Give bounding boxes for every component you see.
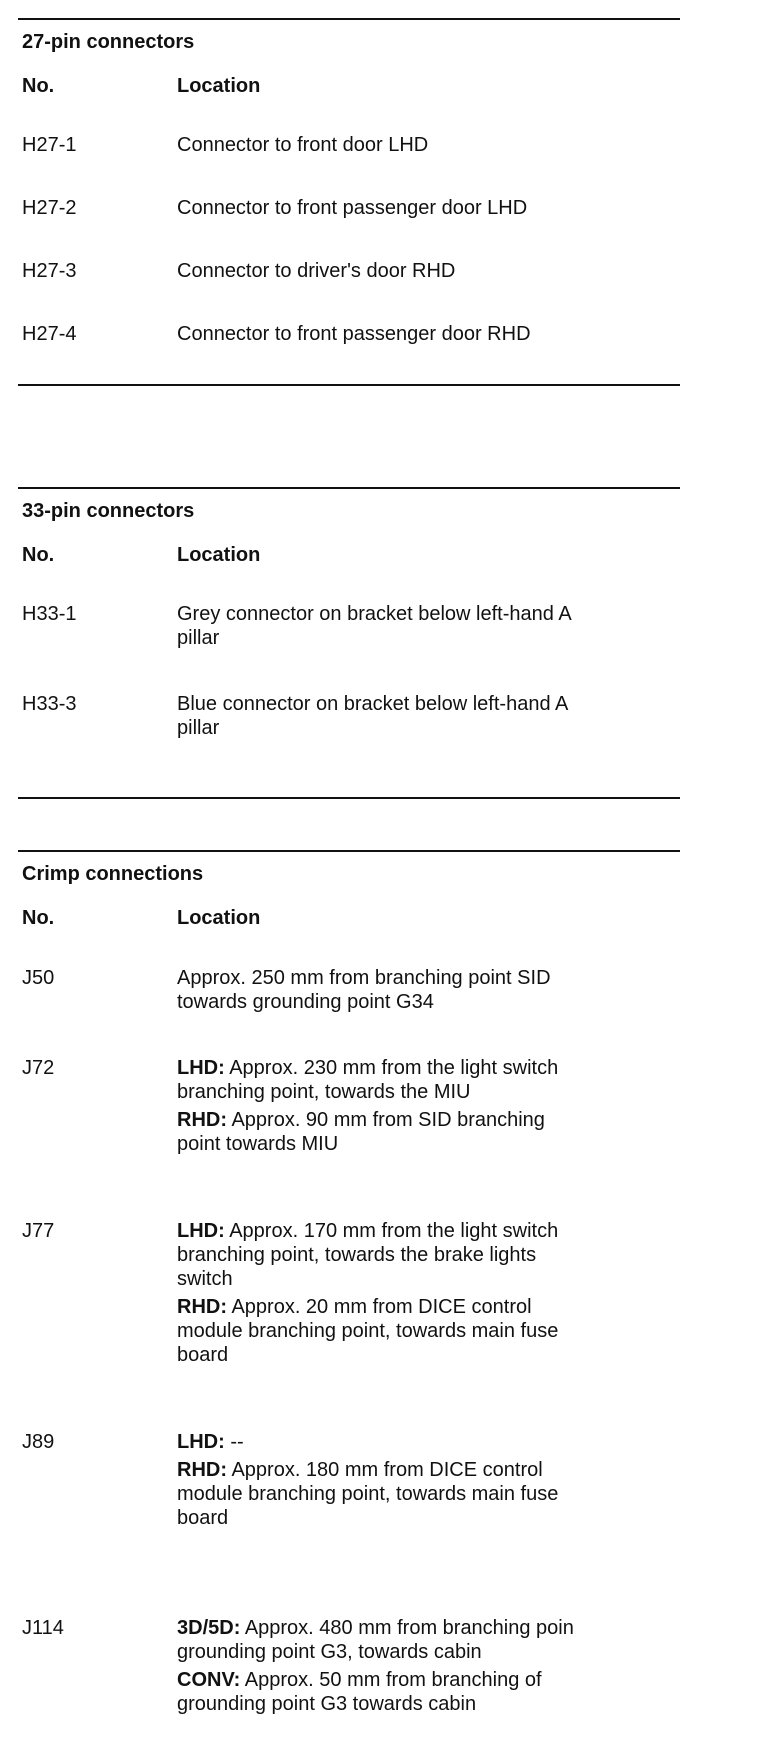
column-header-no: No. [22, 75, 55, 97]
variant-label: 3D/5D: [177, 1617, 241, 1639]
location-line: pillar [177, 627, 220, 649]
location-variant-a: LHD: -- [177, 1430, 677, 1454]
column-header-no: No. [22, 907, 55, 929]
location-line: -- [230, 1431, 244, 1453]
row-number: J72 [22, 1057, 55, 1079]
location-line: branching point, towards the brake light… [177, 1244, 537, 1266]
location-variant-b: RHD: Approx. 20 mm from DICE control mod… [177, 1295, 677, 1367]
location-line: Approx. 180 mm from DICE control [231, 1459, 543, 1481]
row-number: H27-3 [22, 260, 77, 282]
location-line: Approx. 90 mm from SID branching [231, 1109, 545, 1131]
row-location: Blue connector on bracket below left-han… [177, 692, 677, 740]
column-header-no: No. [22, 544, 55, 566]
row-location: Grey connector on bracket below left-han… [177, 602, 677, 650]
row-number: J77 [22, 1220, 55, 1242]
location-line: grounding point G3, towards cabin [177, 1641, 482, 1663]
location-variant-b: RHD: Approx. 90 mm from SID branching po… [177, 1108, 677, 1156]
column-header-location: Location [177, 75, 261, 97]
location-variant-b: CONV: Approx. 50 mm from branching of gr… [177, 1668, 677, 1716]
variant-label: RHD: [177, 1296, 227, 1318]
section-bottom-rule [18, 797, 680, 799]
variant-label: RHD: [177, 1459, 227, 1481]
section-crimp: Crimp connections No. Location J50 Appro… [22, 862, 684, 1715]
row-location: Connector to driver's door RHD [177, 260, 456, 282]
location-line: Approx. 50 mm from branching of [244, 1669, 542, 1691]
location-line: module branching point, towards main fus… [177, 1320, 559, 1342]
row-location: LHD: Approx. 170 mm from the light switc… [177, 1219, 677, 1371]
section-top-rule [18, 18, 680, 20]
location-line: Approx. 170 mm from the light switch [229, 1220, 559, 1242]
variant-label: RHD: [177, 1109, 227, 1131]
row-location: Connector to front passenger door RHD [177, 323, 531, 345]
location-line: board [177, 1507, 229, 1529]
row-number: H33-3 [22, 693, 77, 715]
row-number: H33-1 [22, 603, 77, 625]
section-title: 33-pin connectors [22, 500, 195, 522]
row-number: J114 [22, 1617, 64, 1639]
row-location: LHD: Approx. 230 mm from the light switc… [177, 1056, 677, 1160]
section-title: 27-pin connectors [22, 31, 195, 53]
location-line: Blue connector on bracket below left-han… [177, 693, 569, 715]
column-header-location: Location [177, 544, 261, 566]
location-line: switch [177, 1268, 233, 1290]
section-27-pin: 27-pin connectors No. Location H27-1 Con… [22, 30, 684, 345]
section-bottom-rule [18, 384, 680, 386]
row-number: H27-2 [22, 197, 77, 219]
location-variant-a: 3D/5D: Approx. 480 mm from branching poi… [177, 1616, 677, 1664]
row-location: Connector to front door LHD [177, 134, 429, 156]
section-33-pin: 33-pin connectors No. Location H33-1 Gre… [22, 499, 684, 739]
column-header-location: Location [177, 907, 261, 929]
location-line: Grey connector on bracket below left-han… [177, 603, 572, 625]
location-variant-b: RHD: Approx. 180 mm from DICE control mo… [177, 1458, 677, 1530]
section-top-rule [18, 487, 680, 489]
location-line: Approx. 20 mm from DICE control [231, 1296, 532, 1318]
location-line: point towards MIU [177, 1133, 339, 1155]
variant-label: CONV: [177, 1669, 241, 1691]
location-line: module branching point, towards main fus… [177, 1483, 559, 1505]
row-location: LHD: -- RHD: Approx. 180 mm from DICE co… [177, 1430, 677, 1534]
location-line: Approx. 480 mm from branching poin [244, 1617, 574, 1639]
location-line: Approx. 230 mm from the light switch [229, 1057, 559, 1079]
variant-label: LHD: [177, 1220, 225, 1242]
row-number: J89 [22, 1431, 55, 1453]
location-variant-a: LHD: Approx. 230 mm from the light switc… [177, 1056, 677, 1104]
row-location: Connector to front passenger door LHD [177, 197, 528, 219]
variant-label: LHD: [177, 1431, 225, 1453]
row-number: H27-4 [22, 323, 77, 345]
location-line: pillar [177, 717, 220, 739]
row-location: 3D/5D: Approx. 480 mm from branching poi… [177, 1616, 677, 1720]
row-location: Approx. 250 mm from branching point SID … [177, 966, 677, 1014]
location-line: Approx. 250 mm from branching point SID [177, 967, 551, 989]
location-line: towards grounding point G34 [177, 991, 434, 1013]
location-line: grounding point G3 towards cabin [177, 1693, 477, 1715]
location-line: board [177, 1344, 229, 1366]
row-number: H27-1 [22, 134, 77, 156]
section-top-rule [18, 850, 680, 852]
variant-label: LHD: [177, 1057, 225, 1079]
location-variant-a: LHD: Approx. 170 mm from the light switc… [177, 1219, 677, 1291]
section-title: Crimp connections [22, 863, 204, 885]
location-line: branching point, towards the MIU [177, 1081, 471, 1103]
row-number: J50 [22, 967, 55, 989]
